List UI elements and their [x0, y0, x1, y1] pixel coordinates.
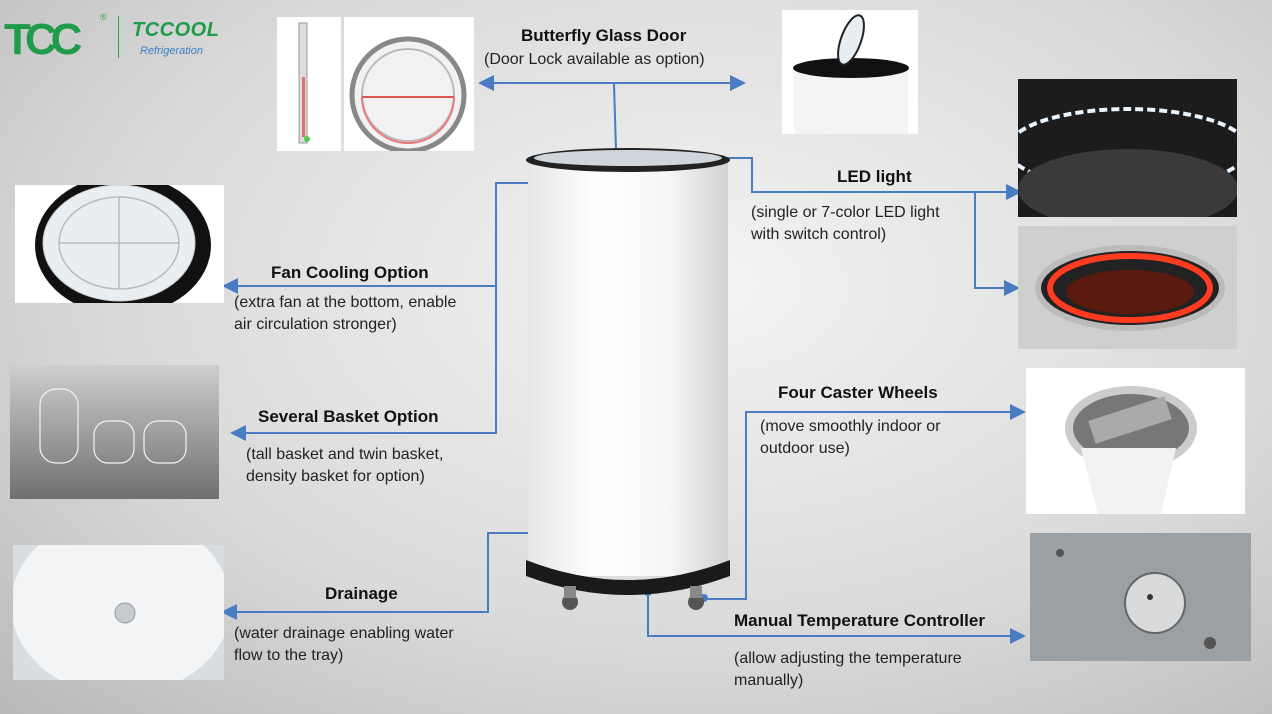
door-connector	[613, 83, 617, 151]
temperature-title: Manual Temperature Controller	[734, 611, 985, 630]
logo-divider	[118, 16, 119, 58]
led-light-desc-1: (single or 7-color LED light	[751, 204, 940, 221]
led-light-title: LED light	[837, 167, 912, 186]
drainage-desc-2: flow to the tray)	[234, 647, 344, 664]
tcc-logo-icon: TCC	[4, 15, 88, 60]
registered-mark: ®	[100, 12, 107, 22]
fan-cooling-desc-2: air circulation stronger)	[234, 316, 397, 333]
svg-text:TCC: TCC	[4, 15, 82, 60]
fan-cooling-desc-1: (extra fan at the bottom, enable	[234, 294, 457, 311]
temperature-desc-2: manually)	[734, 672, 804, 689]
fan-basket-image	[15, 185, 224, 303]
brand-name: TCCOOL	[132, 19, 220, 41]
drainage-image	[13, 545, 224, 680]
round-cooler-product	[526, 148, 730, 610]
door-side-profile-image	[277, 17, 341, 151]
caster-connector	[704, 404, 1026, 600]
temperature-controller-image	[1030, 533, 1251, 661]
temp-connector	[647, 592, 1026, 644]
brand-subtitle: Refrigeration	[140, 45, 203, 57]
caster-wheels-desc-1: (move smoothly indoor or	[760, 418, 941, 435]
temperature-desc-1: (allow adjusting the temperature	[734, 650, 962, 667]
door-top-view-image	[344, 17, 474, 151]
baskets-image	[10, 365, 219, 499]
basket-desc-1: (tall basket and twin basket,	[246, 446, 444, 463]
fan-cooling-title: Fan Cooling Option	[271, 263, 429, 282]
led-white-image	[1018, 79, 1237, 217]
drainage-title: Drainage	[325, 584, 398, 603]
caster-wheels-image	[1026, 368, 1245, 514]
butterfly-door-image	[782, 10, 918, 134]
led-light-desc-2: with switch control)	[751, 226, 887, 243]
led-red-image	[1018, 226, 1237, 349]
butterfly-door-desc: (Door Lock available as option)	[484, 51, 705, 68]
basket-desc-2: density basket for option)	[246, 468, 425, 485]
basket-title: Several Basket Option	[258, 407, 439, 426]
butterfly-door-title: Butterfly Glass Door	[521, 26, 687, 45]
caster-wheels-desc-2: outdoor use)	[760, 440, 850, 457]
drainage-desc-1: (water drainage enabling water	[234, 625, 454, 642]
led-connector-2	[974, 192, 1020, 296]
basket-connector	[230, 286, 497, 441]
caster-wheels-title: Four Caster Wheels	[778, 383, 938, 402]
